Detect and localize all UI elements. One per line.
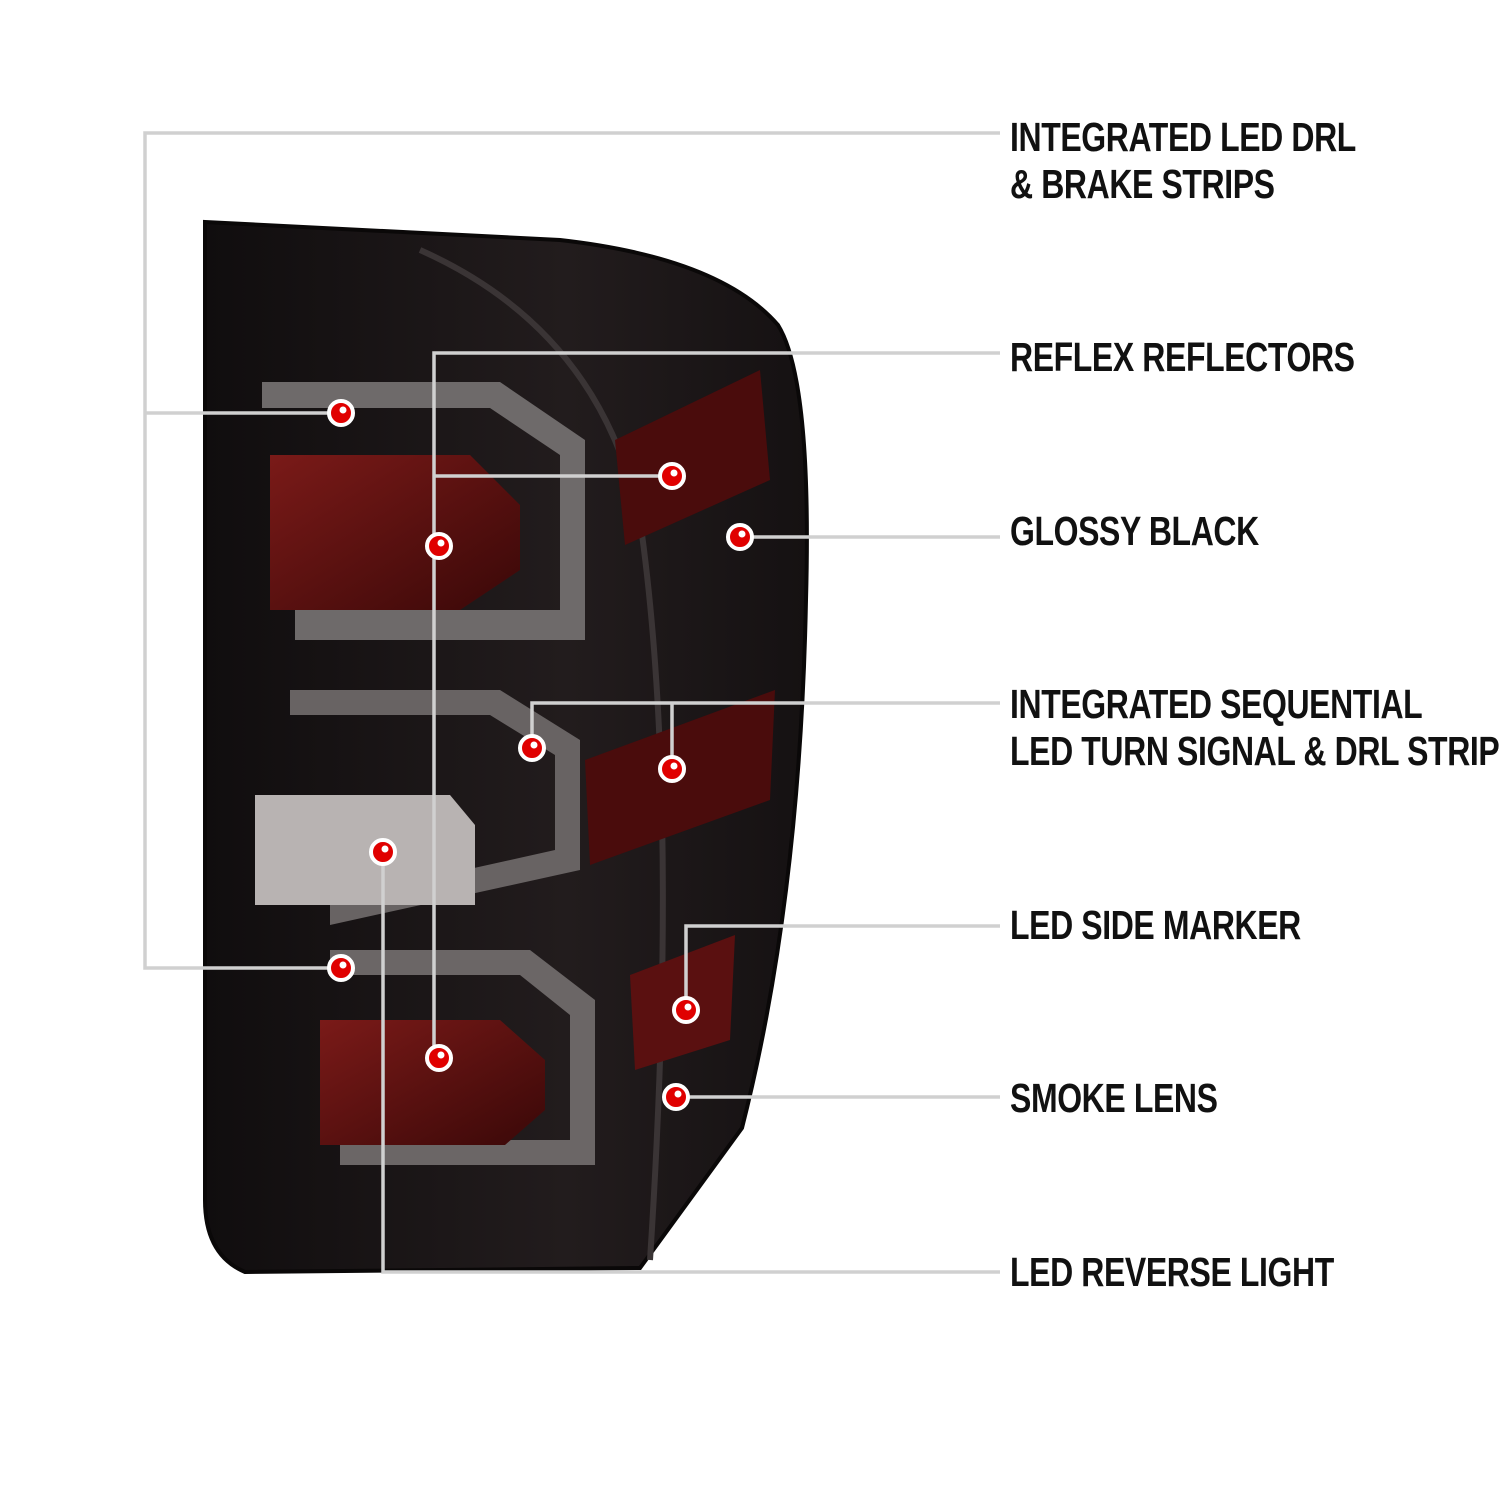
label-reverse: LED REVERSE LIGHT xyxy=(1010,1249,1334,1295)
marker-dot-highlight xyxy=(684,1003,692,1011)
marker-dot-highlight xyxy=(738,530,746,538)
marker-dot xyxy=(672,996,700,1024)
marker-dot xyxy=(662,1083,690,1111)
marker-dot-highlight xyxy=(674,1090,682,1098)
label-side-marker: LED SIDE MARKER xyxy=(1010,902,1301,948)
marker-dot-highlight xyxy=(437,1051,445,1059)
marker-dot-highlight xyxy=(530,741,538,749)
marker-dot xyxy=(327,954,355,982)
marker-dot xyxy=(327,399,355,427)
marker-dot xyxy=(658,755,686,783)
label-glossy: GLOSSY BLACK xyxy=(1010,508,1259,554)
label-line: LED TURN SIGNAL & DRL STRIP xyxy=(1010,728,1500,774)
lower-reflector xyxy=(320,1020,545,1145)
label-sequential: INTEGRATED SEQUENTIAL LED TURN SIGNAL & … xyxy=(1010,681,1500,775)
label-line: INTEGRATED SEQUENTIAL xyxy=(1010,681,1423,727)
marker-dot xyxy=(518,734,546,762)
marker-dot-highlight xyxy=(339,961,347,969)
marker-dot xyxy=(726,523,754,551)
label-reflex: REFLEX REFLECTORS xyxy=(1010,334,1355,380)
upper-right-reflector xyxy=(615,370,770,545)
marker-dots xyxy=(327,399,754,1111)
upper-drl-strip xyxy=(262,382,585,640)
label-drl-brake: INTEGRATED LED DRL & BRAKE STRIPS xyxy=(1010,114,1356,208)
marker-dot-highlight xyxy=(670,469,678,477)
marker-dot-highlight xyxy=(339,406,347,414)
label-smoke: SMOKE LENS xyxy=(1010,1075,1218,1121)
label-line: INTEGRATED LED DRL xyxy=(1010,114,1356,160)
marker-dot xyxy=(369,838,397,866)
marker-dot xyxy=(425,532,453,560)
reverse-lens xyxy=(255,795,475,905)
marker-dot xyxy=(658,462,686,490)
marker-dot-highlight xyxy=(437,539,445,547)
marker-dot-highlight xyxy=(381,845,389,853)
upper-reflector xyxy=(270,455,520,610)
marker-dot xyxy=(425,1044,453,1072)
marker-dot-highlight xyxy=(670,762,678,770)
label-line: & BRAKE STRIPS xyxy=(1010,161,1275,207)
middle-drl-strip xyxy=(290,690,580,925)
